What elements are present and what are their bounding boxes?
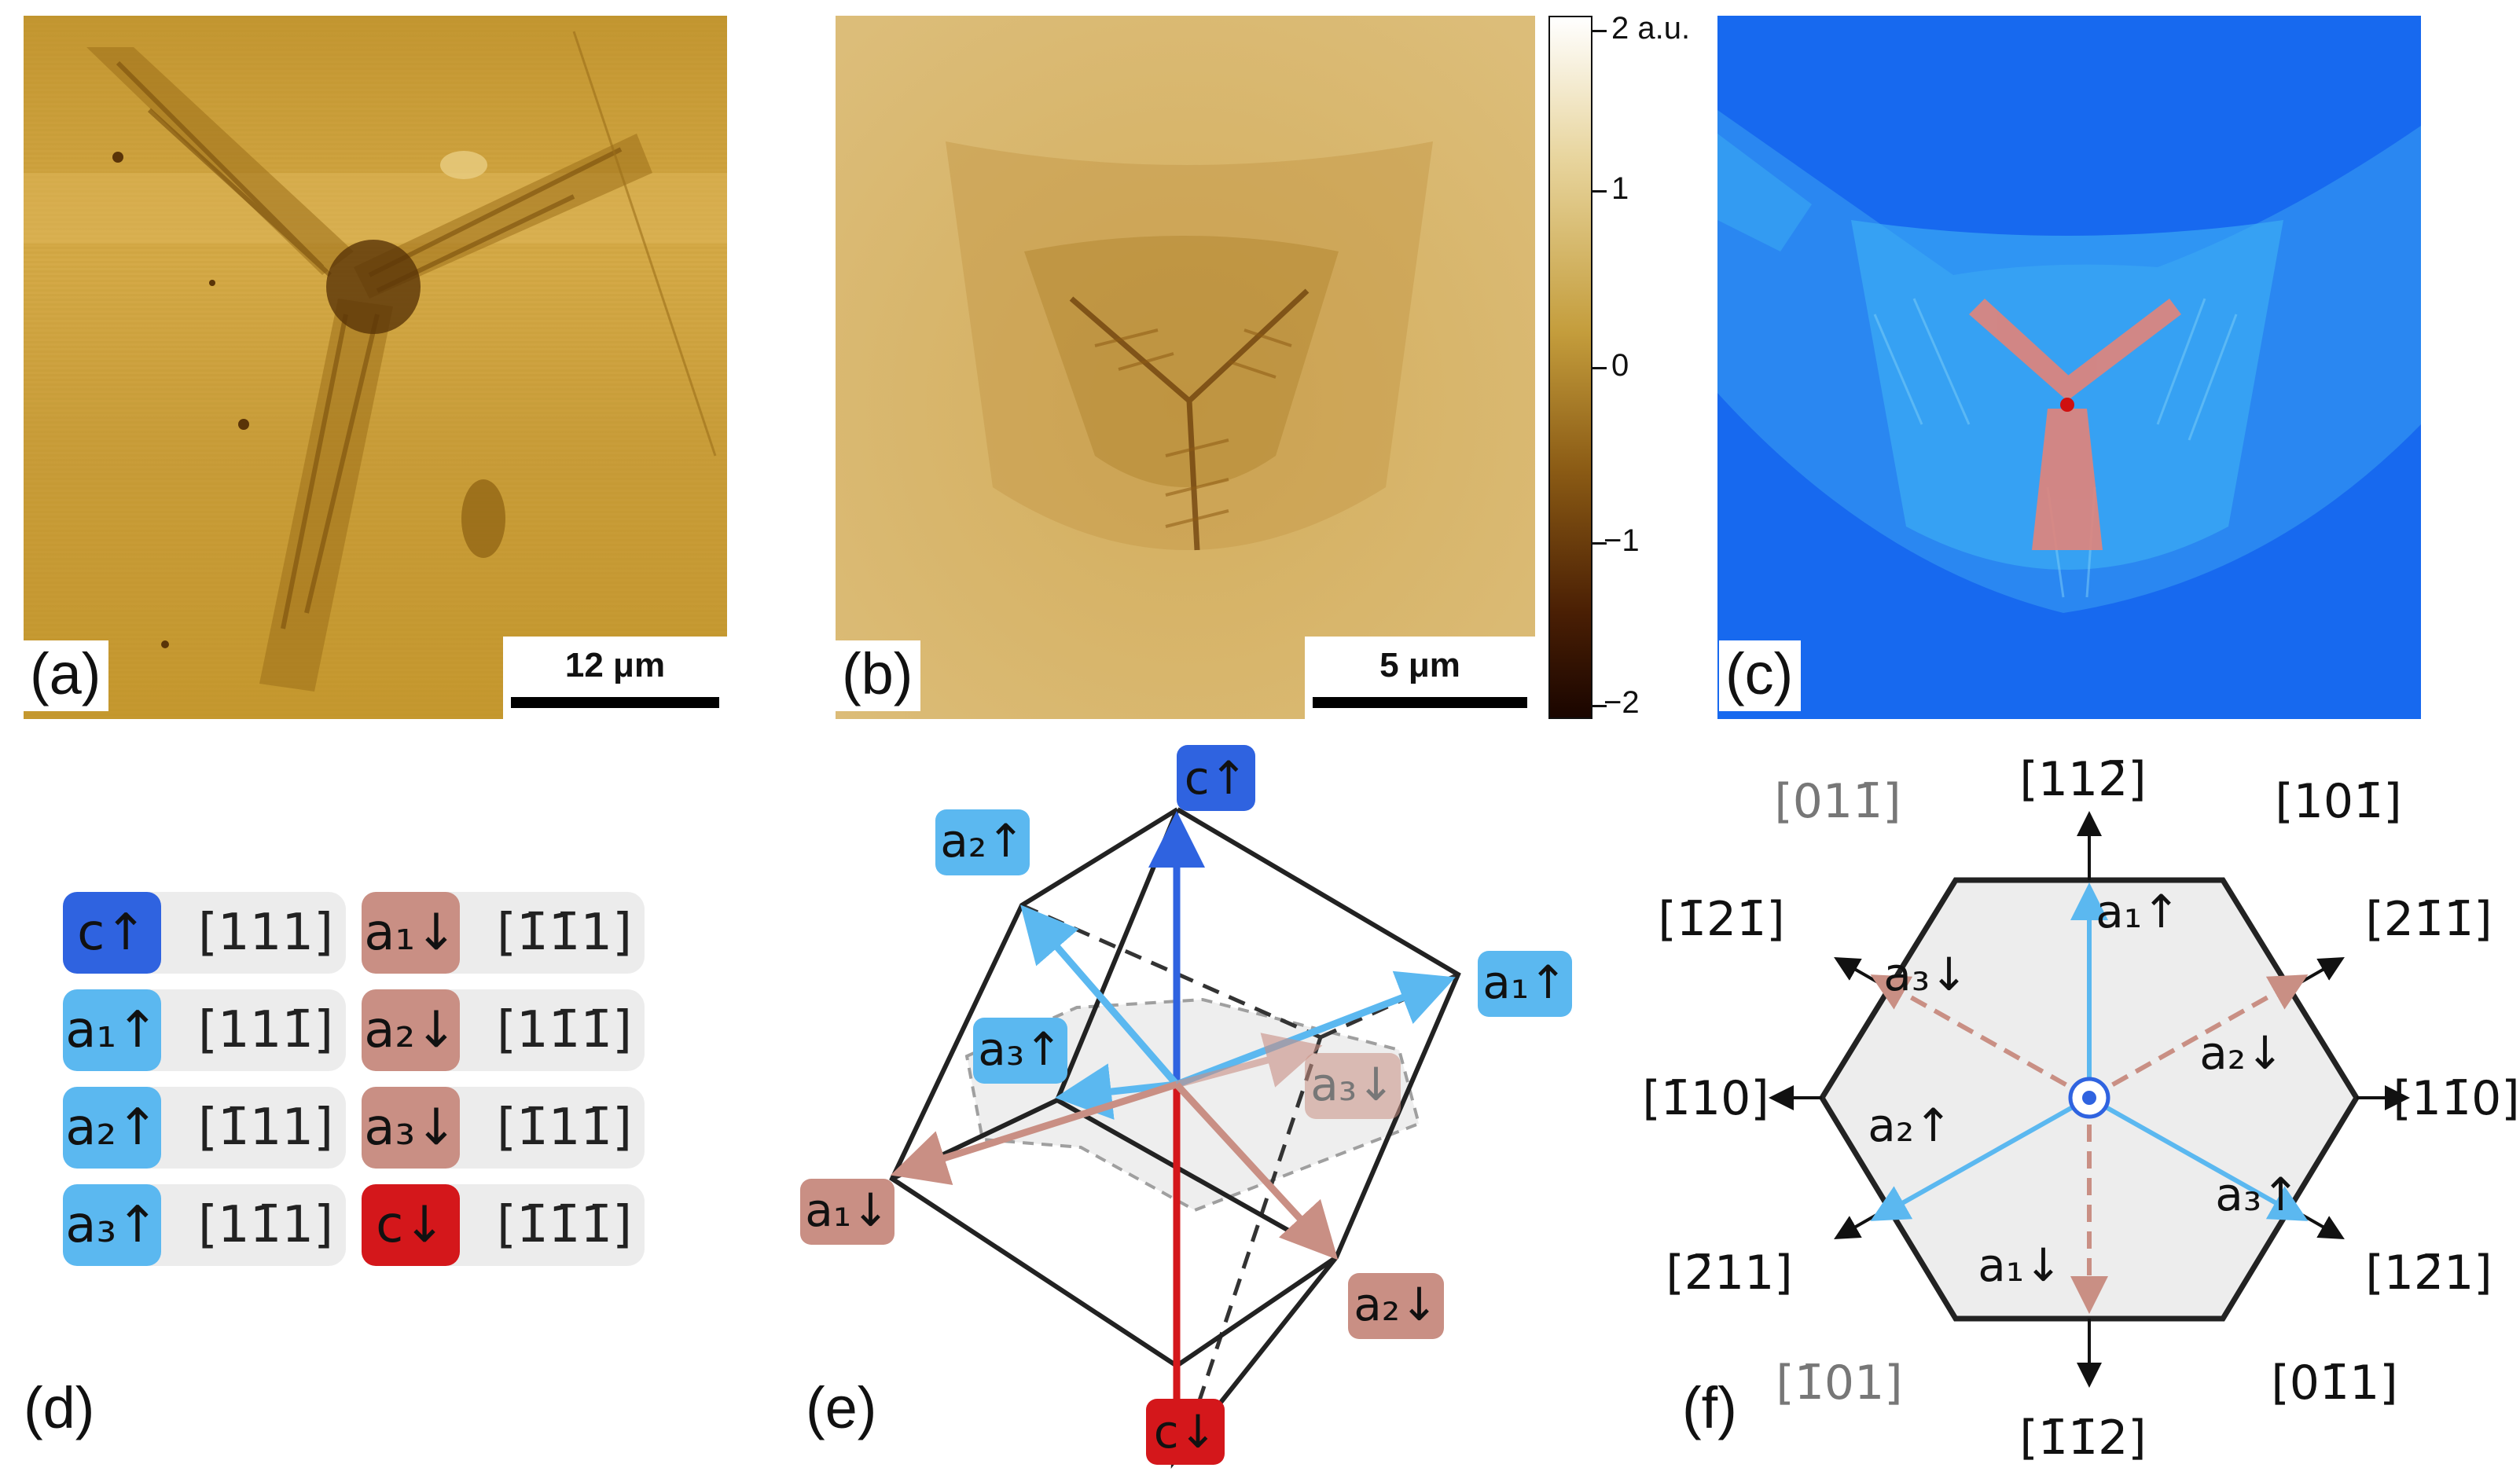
legend-label-c-down: c↓ [362, 1184, 460, 1266]
hex-label-a2-up: a₂↑ [1868, 1099, 1952, 1152]
arrow-a2-up [1020, 904, 1180, 1087]
panel-d-letter: (d) [24, 1375, 95, 1440]
panel-c-image [1717, 16, 2421, 719]
cube-label-a3-up: a₃↑ [978, 1022, 1062, 1076]
hex-dir-lower-left: [2̄11] [1666, 1246, 1792, 1301]
legend-direction: [111̄] [198, 1001, 334, 1059]
hex-dir-upper-left: [1̄21̄] [1658, 892, 1784, 947]
hex-dir-left: [1̄10] [1643, 1071, 1769, 1126]
dir-arrow-upper-right [2289, 957, 2345, 990]
arrow-a3-up [1055, 1063, 1177, 1120]
panel-b-scalebar [1313, 697, 1527, 708]
cube-label-c-up: c↑ [1185, 751, 1248, 805]
hex-arrow-a2-down [2088, 974, 2309, 1100]
colorbar-tick-mark [1592, 542, 1607, 545]
arrow-a1-down [890, 1081, 1178, 1185]
colorbar-tick-mark [1592, 367, 1607, 369]
hex-dir-top-left: [011̄] [1774, 774, 1901, 829]
hex-dir-bottom: [1̄1̄2] [2019, 1411, 2146, 1466]
hex-dir-bottom-right: [01̄1] [2271, 1356, 2397, 1411]
legend-direction: [1̄1̄1̄] [497, 1196, 633, 1254]
legend-direction: [1̄11̄] [497, 1099, 633, 1157]
panel-f-letter: (f) [1682, 1375, 1737, 1440]
colorbar-tick-label: 1 [1611, 171, 1629, 206]
colorbar-tick-mark [1592, 190, 1607, 193]
hex-dir-bottom-left: [1̄01] [1776, 1356, 1902, 1411]
cube-label-c-down: c↓ [1154, 1405, 1218, 1458]
cube-label-a1-up: a₁↑ [1482, 956, 1567, 1009]
hex-dir-top-right: [101̄] [2275, 774, 2401, 829]
colorbar-tick-label: 0 [1611, 348, 1629, 383]
legend-direction: [1̄11] [198, 1099, 334, 1157]
hex-dir-lower-right: [12̄1] [2365, 1246, 2492, 1301]
hex-dir-top: [112̄] [2019, 752, 2146, 807]
arrow-a2-down [1174, 1081, 1339, 1260]
panel-a-scale-label: 12 μm [564, 646, 666, 684]
dir-arrow-upper-left [1834, 957, 1890, 990]
panel-a-scalebar [511, 697, 719, 708]
hex-label-a3-up: a₃↑ [2215, 1168, 2299, 1221]
panel-b-scale-label: 5 μm [1379, 646, 1460, 684]
hex-arrow-a2-up [1870, 1095, 2091, 1221]
arrow-a3-down [1175, 1033, 1323, 1088]
panel-a-image [24, 16, 727, 719]
cube-label-a2-down: a₂↓ [1354, 1278, 1438, 1331]
colorbar-tick-label: 2 a.u. [1611, 11, 1691, 46]
legend-label-a1-up: a₁↑ [63, 989, 161, 1071]
legend-label-a2-up: a₂↑ [63, 1087, 161, 1169]
panel-b-letter: (b) [836, 640, 921, 711]
hex-label-a2-down: a₂↓ [2199, 1026, 2283, 1080]
legend-label-a3-down: a₃↓ [362, 1087, 460, 1169]
colorbar-tick-mark [1592, 705, 1607, 707]
colorbar-tick-label: −1 [1603, 523, 1640, 558]
legend-direction: [111] [198, 904, 334, 962]
panel-e-letter: (e) [806, 1375, 877, 1440]
legend-label-a3-up: a₃↑ [63, 1184, 161, 1266]
hex-arrow-a3-up [2088, 1095, 2309, 1221]
panel-f-hexagon-diagram: [112̄] [011̄] [101̄] [1̄21̄] [21̄1̄] [1̄… [1643, 752, 2520, 1466]
legend-direction: [11̄1] [198, 1196, 334, 1254]
colorbar-tick-mark [1592, 30, 1607, 32]
hex-arrow-a3-down [1870, 974, 2091, 1100]
cube-label-a2-up: a₂↑ [940, 814, 1024, 868]
hex-dir-right: [11̄0] [2393, 1071, 2519, 1126]
legend-label-a1-down: a₁↓ [362, 892, 460, 974]
panel-e-cube-diagram: c↑ a₂↑ a₁↑ a₃↑ a₃↓ a₁↓ a₂↓ c↓ [800, 745, 1572, 1469]
legend-label-a2-down: a₂↓ [362, 989, 460, 1071]
cube-label-a3-down: a₃↓ [1310, 1058, 1394, 1111]
dir-arrow-lower-left [1834, 1206, 1890, 1239]
cube-label-a1-down: a₁↓ [805, 1183, 889, 1237]
legend-label-c-up: c↑ [63, 892, 161, 974]
legend-direction: [11̄1̄] [497, 1001, 633, 1059]
colorbar [1548, 16, 1592, 719]
panel-a-letter: (a) [24, 640, 109, 711]
hex-label-a1-up: a₁↑ [2096, 885, 2180, 938]
panel-b-image [836, 16, 1535, 719]
c-axis-dot [2082, 1091, 2096, 1105]
legend-direction: [1̄1̄1] [497, 904, 633, 962]
hex-label-a1-down: a₁↓ [1978, 1238, 2062, 1292]
hex-label-a3-down: a₃↓ [1883, 948, 1967, 1001]
colorbar-tick-label: −2 [1603, 685, 1640, 720]
hex-dir-upper-right: [21̄1̄] [2365, 892, 2492, 947]
panel-c-letter: (c) [1719, 640, 1802, 711]
